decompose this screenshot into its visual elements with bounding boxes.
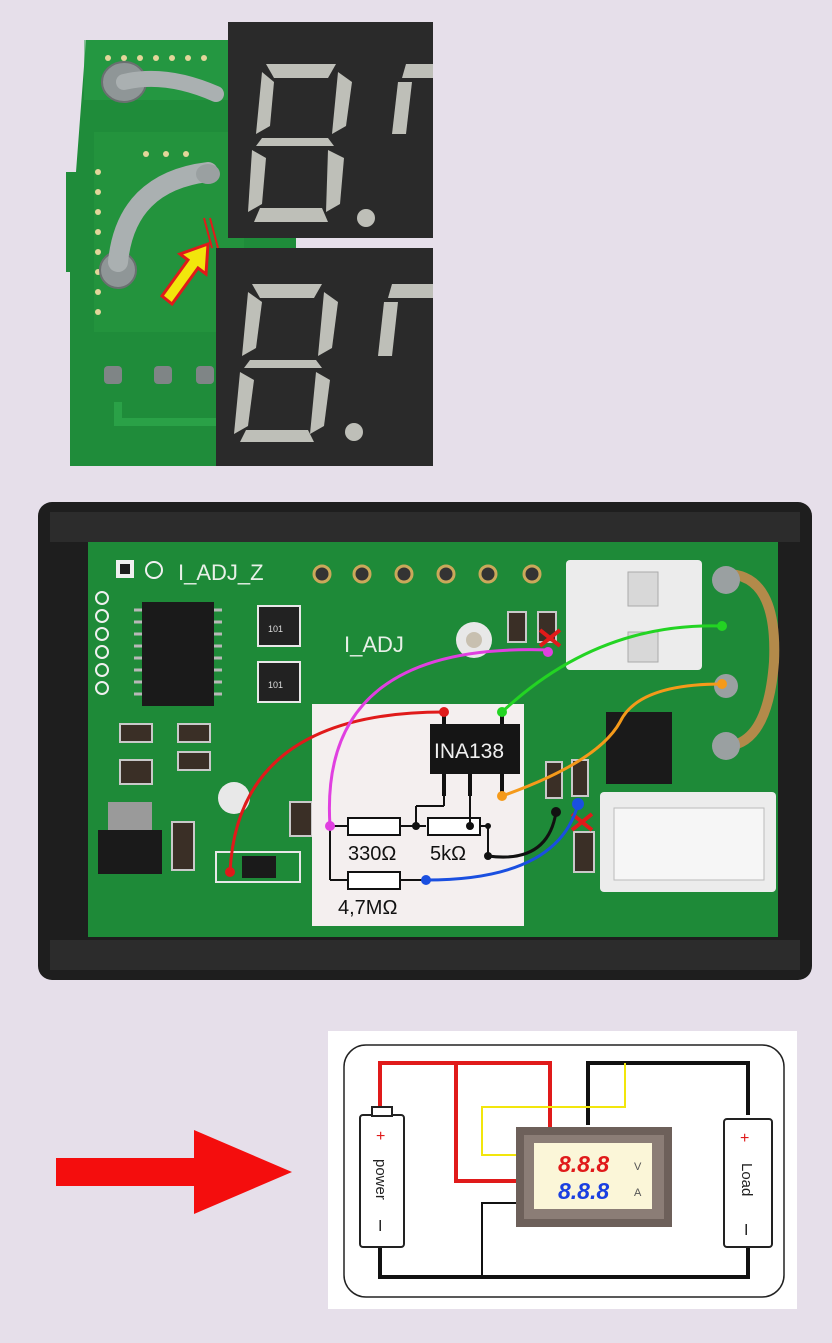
resistor-5k-label: 5kΩ xyxy=(430,843,466,865)
silkscreen-i-adj: I_ADJ xyxy=(344,632,404,657)
highlight-arrow-icon xyxy=(159,241,210,307)
removed-component-mark xyxy=(570,812,594,832)
power-minus-sign: I xyxy=(378,1218,382,1235)
smd-mark: 101 xyxy=(268,624,283,634)
voltage-readout: 8.8.8 xyxy=(558,1151,609,1177)
load-label: Load xyxy=(738,1163,755,1196)
chip-label: INA138 xyxy=(434,740,504,763)
meter-display xyxy=(534,1143,652,1209)
main-ic xyxy=(142,602,214,706)
smd-mark: 101 xyxy=(268,680,283,690)
voltage-unit: V xyxy=(634,1161,642,1173)
load xyxy=(723,1118,773,1248)
meter-board-photo: I_ADJ_Z I_ADJ 101 101 xyxy=(38,502,812,980)
power-positive-wire xyxy=(378,1061,552,1127)
trimmer-pot xyxy=(218,782,250,814)
current-unit: A xyxy=(634,1187,642,1199)
trace-cut-marker xyxy=(203,217,213,249)
ina138-chip xyxy=(430,724,520,774)
wire-green xyxy=(500,624,723,714)
wiring-diagram: + power I + Load I 8.8.8 V 8.8.8 A xyxy=(328,1031,797,1309)
voltage-regulator xyxy=(98,830,162,874)
wire-black xyxy=(487,811,558,859)
silkscreen-i-adj-z: I_ADJ_Z xyxy=(178,560,264,585)
current-readout: 8.8.8 xyxy=(558,1178,609,1204)
power-label: power xyxy=(372,1159,389,1200)
pcb-vias xyxy=(95,55,207,315)
load-plus-sign: + xyxy=(740,1130,749,1147)
removed-component-mark xyxy=(538,628,562,648)
load-minus-sign: I xyxy=(744,1222,748,1239)
power-plus-sign: + xyxy=(376,1128,385,1145)
diagram-frame xyxy=(343,1044,785,1298)
wire-blue xyxy=(425,803,580,882)
pcb-closeup-photo xyxy=(62,22,433,466)
op-amp-ic xyxy=(606,712,672,784)
wire-magenta xyxy=(327,648,549,827)
wire-red xyxy=(228,710,445,873)
shunt-wire xyxy=(108,162,218,272)
wire-orange xyxy=(501,682,723,798)
big-arrow-icon xyxy=(56,1130,296,1214)
connector-top xyxy=(566,560,702,670)
shunt-loop xyxy=(725,569,780,751)
shunt-wire-top xyxy=(116,70,224,102)
ground-wire xyxy=(378,1247,750,1279)
resistor-4m7-label: 4,7MΩ xyxy=(338,897,397,919)
resistor-330-label: 330Ω xyxy=(348,843,396,865)
